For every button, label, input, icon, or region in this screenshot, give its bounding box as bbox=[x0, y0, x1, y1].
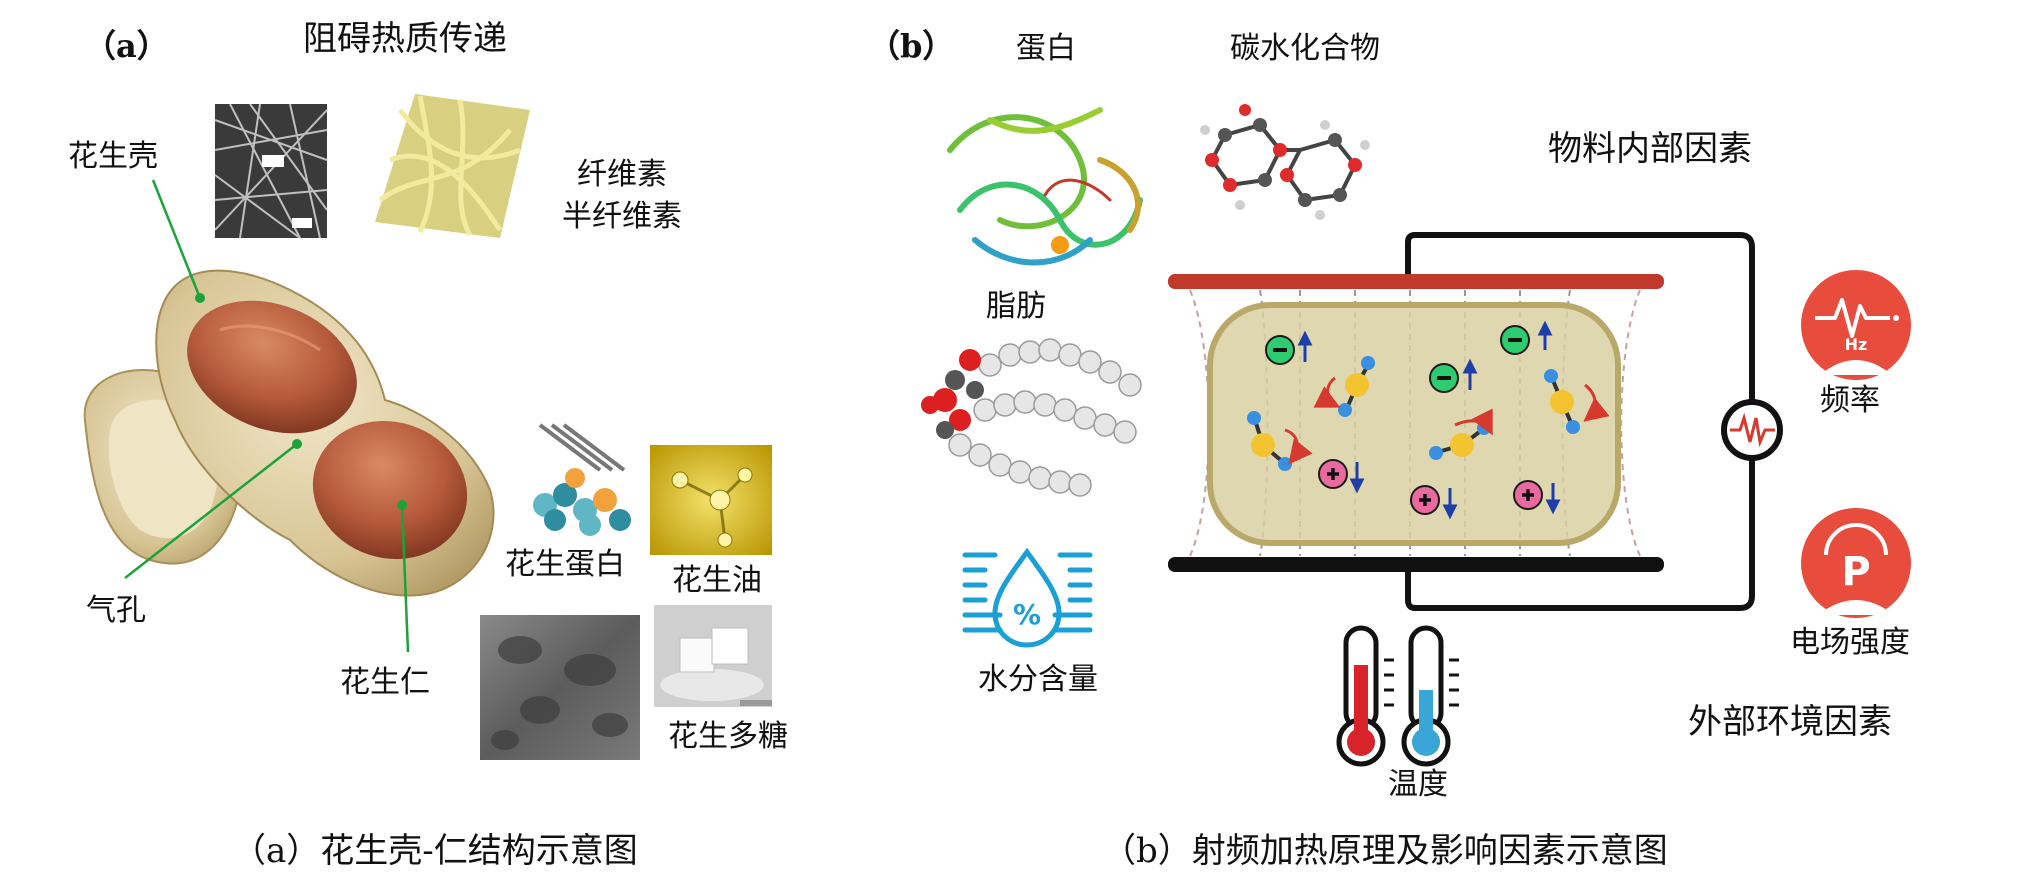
caption-b: （b）射频加热原理及影响因素示意图 bbox=[1102, 831, 1668, 871]
circuit-wires bbox=[1405, 232, 1755, 611]
label-frequency: 频率 bbox=[1820, 383, 1880, 418]
sample-chamber bbox=[1207, 302, 1621, 546]
peanut-polysaccharide-image bbox=[654, 605, 772, 707]
label-pore: 气孔 bbox=[86, 593, 146, 628]
fiber-3d-render bbox=[375, 94, 530, 238]
svg-text:Hz: Hz bbox=[1845, 335, 1868, 354]
panel-a bbox=[83, 94, 772, 760]
ac-source-icon bbox=[1721, 399, 1783, 461]
caption-a: （a）花生壳-仁结构示意图 bbox=[232, 831, 638, 871]
label-external-factors: 外部环境因素 bbox=[1688, 702, 1892, 742]
label-peanut-protein: 花生蛋白 bbox=[505, 547, 625, 582]
svg-text:%: % bbox=[1013, 598, 1041, 631]
sem-kernel-image bbox=[480, 615, 640, 760]
panel-a-tag: （a） bbox=[84, 27, 169, 65]
power-p-icon: P bbox=[1801, 508, 1911, 618]
label-internal-factors: 物料内部因素 bbox=[1548, 129, 1752, 169]
label-hemicellulose: 半纤维素 bbox=[562, 199, 682, 234]
thermometer-cold-icon bbox=[1401, 625, 1459, 767]
panel-a-heading: 阻碍热质传递 bbox=[303, 19, 507, 59]
negative-ions bbox=[1265, 325, 1530, 393]
label-peanut-shell: 花生壳 bbox=[68, 139, 158, 174]
positive-ions bbox=[1318, 459, 1543, 515]
label-peanut-polysaccharide: 花生多糖 bbox=[668, 719, 788, 754]
label-fat: 脂肪 bbox=[986, 289, 1046, 324]
sem-fiber-image bbox=[214, 103, 328, 239]
moisture-percent-icon: % bbox=[962, 547, 1093, 648]
label-field-strength: 电场强度 bbox=[1790, 625, 1910, 660]
fat-molecule-image bbox=[921, 338, 1142, 497]
kernel-upper bbox=[187, 300, 357, 434]
label-cellulose: 纤维素 bbox=[577, 157, 667, 192]
water-molecules bbox=[1247, 356, 1610, 471]
label-moisture-content: 水分含量 bbox=[978, 662, 1098, 697]
panel-b-tag: （b） bbox=[868, 27, 955, 65]
top-electrode-plate bbox=[1168, 274, 1664, 289]
label-protein: 蛋白 bbox=[1016, 31, 1076, 66]
panel-b: % bbox=[921, 104, 1911, 767]
label-peanut-kernel: 花生仁 bbox=[340, 665, 430, 700]
protein-ribbon-image bbox=[947, 107, 1143, 266]
carbohydrate-molecule-image bbox=[1200, 104, 1370, 220]
ion-motion-arrows bbox=[1297, 320, 1561, 520]
callout-lines bbox=[124, 179, 410, 653]
peanut-oil-image bbox=[650, 445, 772, 555]
peanut-protein-image bbox=[522, 420, 632, 538]
label-peanut-oil: 花生油 bbox=[672, 563, 762, 598]
frequency-wave-icon: Hz bbox=[1801, 270, 1911, 380]
label-carbohydrate: 碳水化合物 bbox=[1230, 31, 1380, 66]
bottom-electrode-plate bbox=[1168, 557, 1664, 572]
thermometer-hot-icon bbox=[1336, 625, 1394, 767]
label-temperature: 温度 bbox=[1388, 767, 1448, 802]
peanut-illustration bbox=[83, 269, 495, 597]
svg-text:P: P bbox=[1841, 549, 1870, 595]
kernel-lower bbox=[312, 420, 468, 560]
